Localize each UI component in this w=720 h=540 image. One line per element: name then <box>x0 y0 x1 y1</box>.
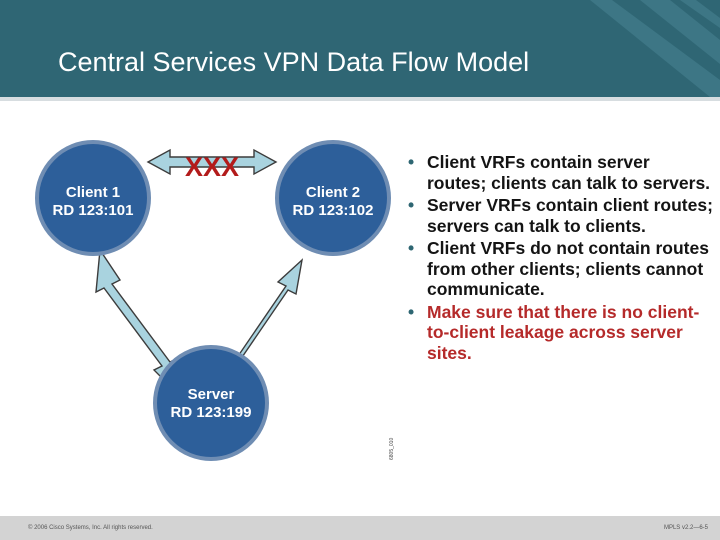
header-divider <box>0 97 720 101</box>
vpn-data-flow-diagram: XXX Client 1 RD 123:101 Client 2 RD 123:… <box>35 140 391 461</box>
header-stripe-decoration <box>590 0 720 97</box>
bullet-item: • Client VRFs contain server routes; clie… <box>408 152 713 193</box>
client2-name: Client 2 <box>306 184 360 201</box>
bullet-list: • Client VRFs contain server routes; clie… <box>408 152 713 365</box>
bullet-dot-icon: • <box>408 195 415 215</box>
figure-code: 6805_010 <box>389 438 395 460</box>
bullet-text: Client VRFs do not contain routes from o… <box>427 238 709 299</box>
course-page-reference: MPLS v2.2—6-5 <box>663 525 708 531</box>
bullet-dot-icon: • <box>408 238 415 258</box>
bullet-text: Server VRFs contain client routes; serve… <box>427 195 713 236</box>
client1-node: Client 1 RD 123:101 <box>35 140 151 256</box>
figure-code-text: 6805_010 <box>389 438 395 460</box>
client1-name: Client 1 <box>66 184 120 201</box>
client1-rd: RD 123:101 <box>53 202 134 219</box>
server-rd: RD 123:199 <box>171 404 252 421</box>
server-name: Server <box>188 386 235 403</box>
bullet-item: • Client VRFs do not contain routes from … <box>408 238 713 300</box>
bullet-dot-icon: • <box>408 152 415 172</box>
server-node: Server RD 123:199 <box>153 345 269 461</box>
client2-node: Client 2 RD 123:102 <box>275 140 391 256</box>
bullet-item: • Server VRFs contain client routes; serv… <box>408 195 713 236</box>
bullet-text: Make sure that there is no client-to-cli… <box>427 301 700 363</box>
slide-footer: © 2006 Cisco Systems, Inc. All rights re… <box>0 516 720 540</box>
copyright-notice: © 2006 Cisco Systems, Inc. All rights re… <box>28 525 153 531</box>
bullet-item-emphasis: • Make sure that there is no client-to-cl… <box>408 302 713 364</box>
bullet-text: Client VRFs contain server routes; clien… <box>427 152 711 193</box>
blocked-label: XXX <box>185 152 239 182</box>
slide-header: Central Services VPN Data Flow Model <box>0 0 720 97</box>
client2-rd: RD 123:102 <box>293 202 374 219</box>
page-title: Central Services VPN Data Flow Model <box>58 47 530 77</box>
client-to-client-blocked-arrow <box>146 148 278 176</box>
bullet-dot-icon: • <box>408 301 415 322</box>
